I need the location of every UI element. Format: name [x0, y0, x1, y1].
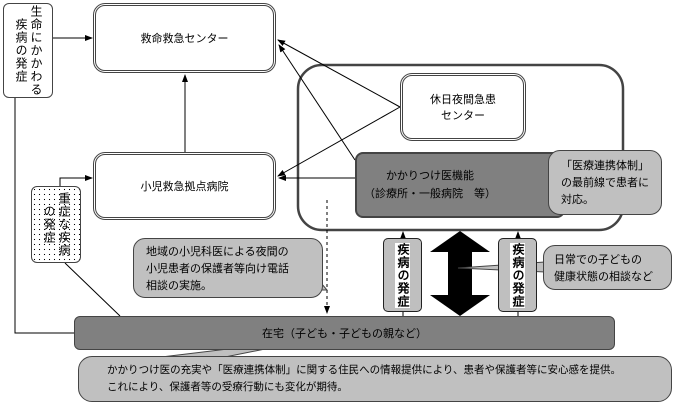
- line-life-home: [14, 98, 74, 334]
- pediatric-hospital-box: 小児救急拠点病院: [93, 152, 276, 220]
- onset-left-label: 疾病の発症: [395, 242, 410, 308]
- phone-text-3: 相談の実施。: [146, 278, 212, 292]
- frontline-text-2: の最前線で患者に: [561, 176, 649, 189]
- phone-consultation-callout: 地域の小児科医による夜間の小児患者の保護者等向け電話相談の実施。: [133, 238, 323, 298]
- bottom-callout: かかりつけ医の充実や「医療連携体制」に関する住民への情報提供により、患者や保護者…: [78, 356, 672, 402]
- arrow-severe-to-pediatric: [59, 175, 93, 186]
- onset-box-left: 疾病の発症: [383, 238, 422, 312]
- onset-box-right: 疾病の発症: [498, 238, 537, 312]
- arrow-clinic-to-emergency: [278, 44, 356, 161]
- family-doctor-label-2: （診療所・一般病院 等）: [364, 187, 496, 200]
- severe-onset-box: 重症な疾病の発症: [31, 186, 81, 263]
- emergency-center-box: 救命救急センター: [93, 3, 276, 73]
- home-box: 在宅（子ども・子どもの親など）: [74, 316, 615, 350]
- life-threatening-label: 生命にかかわる疾病の発症: [14, 5, 43, 96]
- life-threatening-onset-box: 生命にかかわる疾病の発症: [3, 3, 53, 98]
- severe-onset-label: 重症な疾病の発症: [42, 192, 71, 257]
- onset-right-label: 疾病の発症: [510, 242, 525, 308]
- frontline-callout: 「医療連携体制」の最前線で患者に対応。: [548, 150, 662, 215]
- arrow-holiday-to-pediatric: [277, 106, 401, 177]
- family-doctor-label-1: かかりつけ医機能: [385, 169, 475, 182]
- arrow-holiday-to-emergency: [277, 39, 401, 108]
- family-doctor-box: かかりつけ医機能 （診療所・一般病院 等）: [355, 152, 565, 218]
- daily-text-1: 日常での子どもの: [554, 252, 642, 266]
- daily-consultation-callout: 日常での子どもの健康状態の相談など: [543, 245, 672, 290]
- phone-text-1: 地域の小児科医による夜間の: [146, 244, 289, 258]
- frontline-text-1: 「医療連携体制」: [561, 159, 649, 172]
- pediatric-hospital-label: 小児救急拠点病院: [140, 180, 229, 193]
- double-arrow: [430, 231, 490, 316]
- bottom-text-2: これにより、保護者等の受療行動にも変化が期待。: [107, 381, 348, 393]
- holiday-label-2: センター: [441, 109, 485, 122]
- daily-text-2: 健康状態の相談など: [554, 269, 653, 283]
- bottom-text-1: かかりつけ医の充実や「医療連携体制」に関する住民への情報提供により、患者や保護者…: [107, 364, 621, 376]
- holiday-label-1: 休日夜間急患: [430, 93, 496, 106]
- holiday-night-center-box: 休日夜間急患センター: [400, 73, 526, 141]
- phone-text-2: 小児患者の保護者等向け電話: [146, 261, 289, 275]
- frontline-text-3: 対応。: [561, 193, 594, 206]
- emergency-center-label: 救命救急センター: [140, 32, 229, 45]
- home-label: 在宅（子ども・子どもの親など）: [262, 327, 427, 340]
- line-severe-home: [64, 262, 121, 317]
